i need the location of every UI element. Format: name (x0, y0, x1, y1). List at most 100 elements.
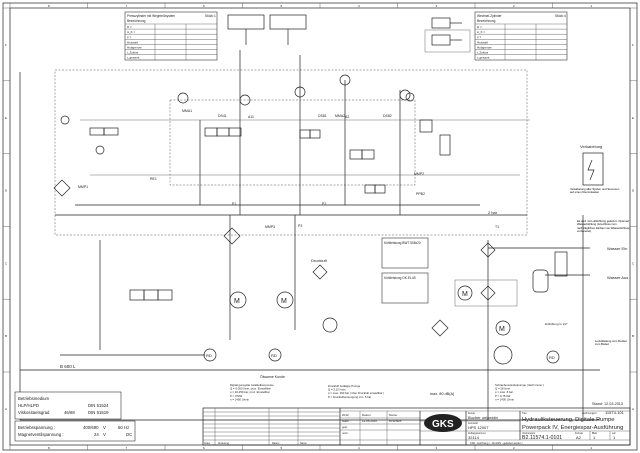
column-marker: 1 (591, 446, 593, 450)
column-marker: 4 (358, 446, 360, 450)
svg-text:Verkabelung: Verkabelung (580, 144, 602, 149)
svg-text:Kunde: Kunde (468, 412, 476, 415)
table-row-label: Hubgrenze (477, 45, 492, 49)
svg-text:50 Hz: 50 Hz (118, 425, 129, 430)
row-marker: A (632, 407, 634, 411)
note-line: Druckluft betätigte Pumpe (328, 384, 361, 388)
svg-text:GKS: GKS (432, 419, 454, 430)
column-marker: 1 (591, 4, 593, 8)
left-cylinder-table: Presszylinder mit Wegmeßsystem Stück: 1 … (124, 11, 218, 61)
motor-icon (457, 285, 473, 301)
port-label: A11 (248, 115, 254, 119)
oil-pan-label: Ölwanne Kunde (260, 375, 285, 379)
svg-text:Wechsel-Zylinder: Wechsel-Zylinder (477, 14, 503, 18)
pressure-gauges (60, 74, 415, 155)
note-line: Q = 0-200 l/min, proz. Einstellbar (230, 387, 271, 391)
svg-text:V: V (103, 425, 106, 430)
row-marker: A (5, 407, 7, 411)
note-line: Q = 2,22 l/min (328, 388, 346, 392)
stand-date: Stand: 12.03.2013 (592, 402, 623, 406)
svg-text:norm.: norm. (342, 431, 349, 435)
svg-text:4: 4 (564, 14, 566, 18)
port-label: P3 (298, 224, 302, 228)
column-marker: 3 (436, 4, 438, 8)
svg-text:Powerpack IV, Energiespar-Ausf: Powerpack IV, Energiespar-Ausführung (522, 425, 623, 431)
port-label: MMA1 (182, 109, 192, 113)
table-row-label: p = (127, 35, 132, 39)
column-marker: 3 (436, 446, 438, 450)
port-label: PPB2 (416, 192, 425, 196)
compressed-air-label: Druckluft (311, 258, 328, 263)
valve-block-boundary (54, 69, 528, 236)
column-marker: 2 (513, 446, 515, 450)
table-row-label: D = (127, 25, 132, 29)
svg-text:Name: Name (300, 442, 307, 445)
medium-info-box: Betriebsmedium HLP/HLPD DIN 51524 Viskos… (14, 391, 122, 420)
row-marker: C (632, 261, 635, 265)
filters-coolers: M (53, 179, 549, 337)
svg-text:Index: Index (204, 442, 211, 445)
svg-text:DC: DC (126, 432, 132, 437)
note-line: Q = 28 l/min (495, 387, 511, 391)
svg-text:Bezeichnung: Bezeichnung (127, 19, 146, 23)
svg-text:Kennwort: Kennwort (468, 422, 478, 425)
note-line: n = 1450 U/min (230, 397, 249, 401)
svg-text:Viskositaetsgrad: Viskositaetsgrad (18, 410, 50, 415)
svg-text:M: M (462, 291, 468, 298)
gks-logo: GKS (424, 414, 462, 432)
svg-text:Kühlleistung BWT 508x20: Kühlleistung BWT 508x20 (384, 241, 421, 245)
svg-text:1: 1 (593, 435, 596, 440)
wiring-block: Verkabelung Verkabelung aller Spulen und… (570, 144, 619, 194)
inner-frame (9, 7, 631, 446)
svg-text:von: von (612, 432, 617, 435)
svg-text:bearb.: bearb. (342, 419, 350, 423)
water-out-label: Wasser Aus (607, 275, 628, 280)
directional-valves (89, 119, 568, 301)
svg-text:Betriebsmedium: Betriebsmedium (18, 396, 49, 401)
svg-text:Änderung: Änderung (218, 442, 229, 445)
svg-text:B2.11574.1-0101: B2.11574.1-0101 (522, 435, 562, 441)
svg-text:Kühlleistung OK-EL4S: Kühlleistung OK-EL4S (384, 276, 416, 280)
table-row-label: t_Zyklus (477, 51, 489, 55)
svg-text:DIN 51524: DIN 51524 (88, 403, 109, 408)
column-marker: 7 (126, 4, 128, 8)
svg-text:Stück:: Stück: (205, 14, 214, 18)
svg-text:RD: RD (549, 355, 555, 360)
tank-label: B 600 L (60, 364, 76, 369)
column-marker: 7 (126, 446, 128, 450)
svg-text:12.05.2010: 12.05.2010 (362, 419, 377, 423)
svg-text:1: 1 (613, 435, 616, 440)
port-label: P1 (232, 202, 236, 206)
svg-text:Auftragsnummer: Auftragsnummer (468, 432, 486, 435)
note-line: n = 1400 U/min (495, 397, 514, 401)
column-marker: 2 (513, 4, 515, 8)
note-line: P = 0,75 kW (495, 394, 511, 398)
table-row-label: D = (477, 25, 482, 29)
svg-text:M.Schulz: M.Schulz (389, 419, 402, 423)
drain-label: Entlüftung G 1/2" (545, 322, 568, 326)
svg-text:Betriebsspannung :: Betriebsspannung : (18, 425, 55, 430)
svg-text:46/68: 46/68 (64, 410, 75, 415)
svg-text:Blatt: Blatt (592, 432, 597, 435)
table-row-label: p = (477, 35, 482, 39)
svg-text:2012: 2012 (342, 413, 349, 417)
port-label: DS81 (318, 114, 327, 118)
port-label: P2 (322, 202, 326, 206)
column-marker: 8 (48, 4, 50, 8)
svg-text:V: V (103, 432, 106, 437)
svg-text:32114: 32114 (468, 435, 480, 440)
svg-text:Presszylinder mit Wegmeßsystem: Presszylinder mit Wegmeßsystem (127, 14, 175, 18)
row-marker: B (5, 334, 7, 338)
row-marker: E (632, 116, 634, 120)
svg-text:Bezeichnung: Bezeichnung (477, 19, 496, 23)
port-label: DS82 (383, 114, 392, 118)
column-marker: 6 (203, 446, 205, 450)
column-marker: 6 (203, 4, 205, 8)
table-row-label: t_gesamt (477, 56, 490, 60)
row-marker: D (5, 189, 8, 193)
table-row-label: Hubzahl (477, 40, 488, 44)
svg-text:RD: RD (206, 353, 212, 358)
note-line: P = Druckluftversorgung min. 5 bar (328, 395, 371, 399)
svg-text:Ursprungsnr.: Ursprungsnr. (522, 432, 536, 435)
